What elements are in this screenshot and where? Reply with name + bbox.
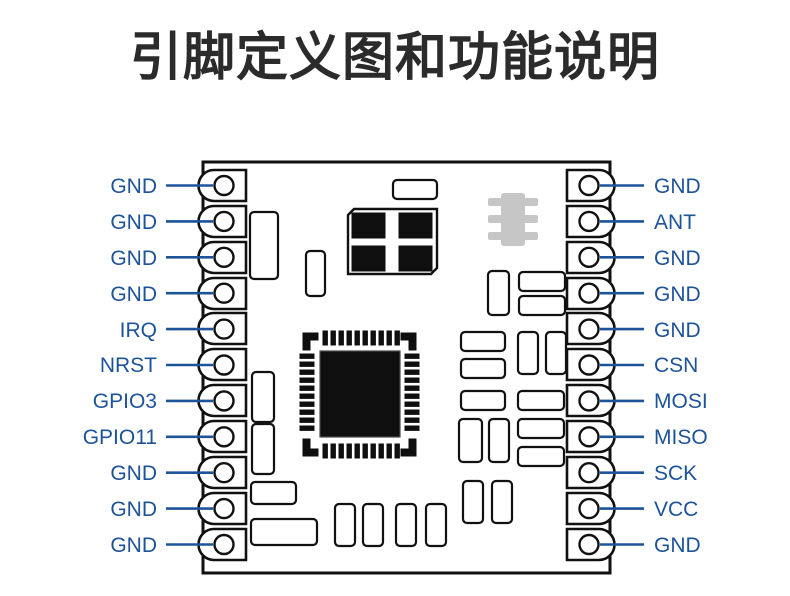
pin-label-right-6: CSN	[654, 354, 698, 377]
left-pad-2	[197, 204, 248, 239]
smd-component-right-2	[517, 270, 567, 293]
pin-label-left-7: GPIO3	[93, 390, 157, 413]
smd-component-left-5	[249, 480, 298, 506]
right-pad-10	[565, 491, 616, 526]
left-pad-9	[197, 455, 248, 490]
left-pad-10	[197, 491, 248, 526]
pin-label-left-3: GND	[110, 247, 157, 270]
smd-component-left-2	[304, 249, 327, 298]
pin-label-right-7: MOSI	[654, 390, 708, 413]
crystal-oscillator	[346, 207, 439, 276]
right-pad-1	[565, 168, 616, 203]
smd-component-right-4	[459, 330, 507, 353]
right-pad-group	[565, 168, 616, 562]
smd-component-right-10	[457, 417, 484, 464]
right-pad-11	[565, 527, 616, 562]
pin-label-left-8: GPIO11	[83, 426, 157, 449]
pin-label-left-4: GND	[110, 283, 157, 306]
smd-component-right-13	[516, 445, 566, 468]
pin-label-left-6: NRST	[100, 354, 157, 377]
pin-label-right-8: MISO	[654, 426, 708, 449]
left-pad-group	[197, 168, 248, 562]
smd-component-left-4	[250, 422, 276, 476]
left-pad-8	[197, 419, 248, 454]
smd-component-bottom-3	[394, 502, 418, 548]
pin-label-left-1: GND	[110, 175, 157, 198]
smd-component-right-15	[490, 479, 514, 525]
smd-component-bottom-2	[361, 502, 385, 548]
left-lead-lines	[166, 184, 213, 546]
smd-component-right-1	[486, 269, 511, 317]
smd-component-left-1	[248, 210, 280, 281]
left-pad-1	[197, 168, 248, 203]
pin-label-right-5: GND	[654, 319, 701, 342]
pin-label-left-10: GND	[110, 498, 157, 521]
main-qfn-chip	[299, 330, 420, 459]
right-pad-7	[565, 383, 616, 418]
smd-component-right-8	[459, 389, 507, 412]
pin-label-left-5: IRQ	[120, 319, 157, 342]
right-pad-4	[565, 276, 616, 311]
pin-label-right-1: GND	[654, 175, 701, 198]
smd-component-right-6	[516, 330, 540, 376]
smd-component-bottom-4	[424, 502, 448, 548]
pin-label-right-9: SCK	[654, 462, 697, 485]
sot23-6-ic	[488, 193, 538, 246]
right-pin-labels: GND ANT GND GND GND CSN MOSI MISO SCK VC…	[654, 175, 708, 557]
smd-component-bottom-1	[333, 502, 357, 548]
right-pad-2	[565, 204, 616, 239]
smd-component-left-6	[249, 517, 319, 547]
pin-label-right-4: GND	[654, 283, 701, 306]
page-title: 引脚定义图和功能说明	[129, 29, 660, 87]
smd-component-right-14	[461, 479, 485, 525]
left-pad-11	[197, 527, 248, 562]
smd-component-right-12	[516, 417, 566, 440]
smd-component-right-7	[544, 330, 568, 376]
left-pad-4	[197, 276, 248, 311]
pin-label-left-9: GND	[110, 462, 157, 485]
left-pad-3	[197, 240, 248, 275]
smd-component-right-9	[516, 389, 566, 412]
left-pad-7	[197, 383, 248, 418]
right-pad-3	[565, 240, 616, 275]
left-pin-labels: GND GND GND GND IRQ NRST GPIO3 GPIO11 GN…	[83, 175, 157, 557]
pin-label-right-2: ANT	[654, 211, 696, 234]
smd-component-right-11	[487, 417, 511, 464]
right-lead-lines	[600, 184, 644, 546]
pin-label-right-10: VCC	[654, 498, 698, 521]
pin-label-right-11: GND	[654, 534, 701, 557]
smd-component-top-1	[391, 178, 439, 201]
right-pad-9	[565, 455, 616, 490]
smd-component-right-5	[459, 357, 507, 380]
smd-component-right-3	[517, 294, 567, 317]
right-pad-8	[565, 419, 616, 454]
smd-component-left-3	[250, 370, 276, 424]
pin-label-left-11: GND	[110, 534, 157, 557]
pin-label-right-3: GND	[654, 247, 701, 270]
pin-label-left-2: GND	[110, 211, 157, 234]
